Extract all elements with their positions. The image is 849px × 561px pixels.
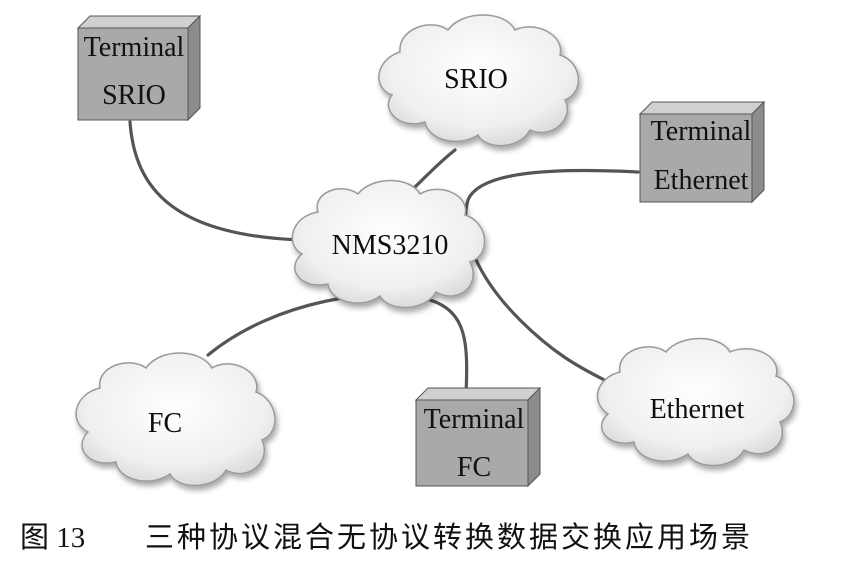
cloud-ethernet: Ethernet bbox=[596, 337, 795, 467]
srio-network-label: SRIO bbox=[444, 64, 508, 95]
terminal-srio-box: Terminal SRIO bbox=[76, 14, 202, 122]
ethernet-cloud-shape bbox=[596, 337, 795, 467]
terminal-ethernet-label-line1: Terminal bbox=[651, 116, 752, 147]
terminal-fc-box: Terminal FC bbox=[414, 386, 542, 488]
terminal-fc-top bbox=[414, 387, 542, 401]
caption-text: 三种协议混合无协议转换数据交换应用场景 bbox=[145, 522, 754, 554]
terminal-srio-label-line2: SRIO bbox=[102, 80, 166, 111]
terminal-ethernet-box: Terminal Ethernet bbox=[638, 100, 766, 204]
link-terminal-ethernet-to-ethernet bbox=[464, 168, 640, 384]
cloud-nms3210: NMS3210 bbox=[291, 179, 486, 309]
terminal-fc-label-line2: FC bbox=[457, 452, 491, 483]
cloud-fc: FC bbox=[75, 352, 276, 487]
terminal-srio-top bbox=[76, 15, 202, 29]
figure-number: 图 13 bbox=[20, 522, 86, 554]
terminal-ethernet-front bbox=[639, 113, 753, 203]
srio-cloud-shape bbox=[378, 14, 580, 147]
terminal-srio-label-line1: Terminal bbox=[84, 32, 185, 63]
terminal-ethernet-side bbox=[751, 100, 765, 204]
terminal-fc-label-line1: Terminal bbox=[424, 404, 525, 435]
ethernet-network-label: Ethernet bbox=[650, 394, 745, 425]
nms3210-label: NMS3210 bbox=[332, 230, 449, 261]
figure-caption: 图 13 三种协议混合无协议转换数据交换应用场景 bbox=[0, 512, 849, 558]
terminal-fc-side bbox=[527, 386, 541, 488]
terminal-srio-front bbox=[77, 27, 189, 121]
fc-network-label: FC bbox=[148, 408, 182, 439]
terminal-ethernet-top bbox=[638, 101, 766, 115]
terminal-srio-side bbox=[187, 14, 201, 122]
terminal-ethernet-label-line2: Ethernet bbox=[654, 165, 749, 196]
cloud-srio: SRIO bbox=[378, 14, 580, 147]
terminal-fc-front bbox=[415, 399, 529, 487]
fc-cloud-shape bbox=[75, 352, 276, 487]
nms3210-cloud-shape bbox=[291, 179, 486, 309]
